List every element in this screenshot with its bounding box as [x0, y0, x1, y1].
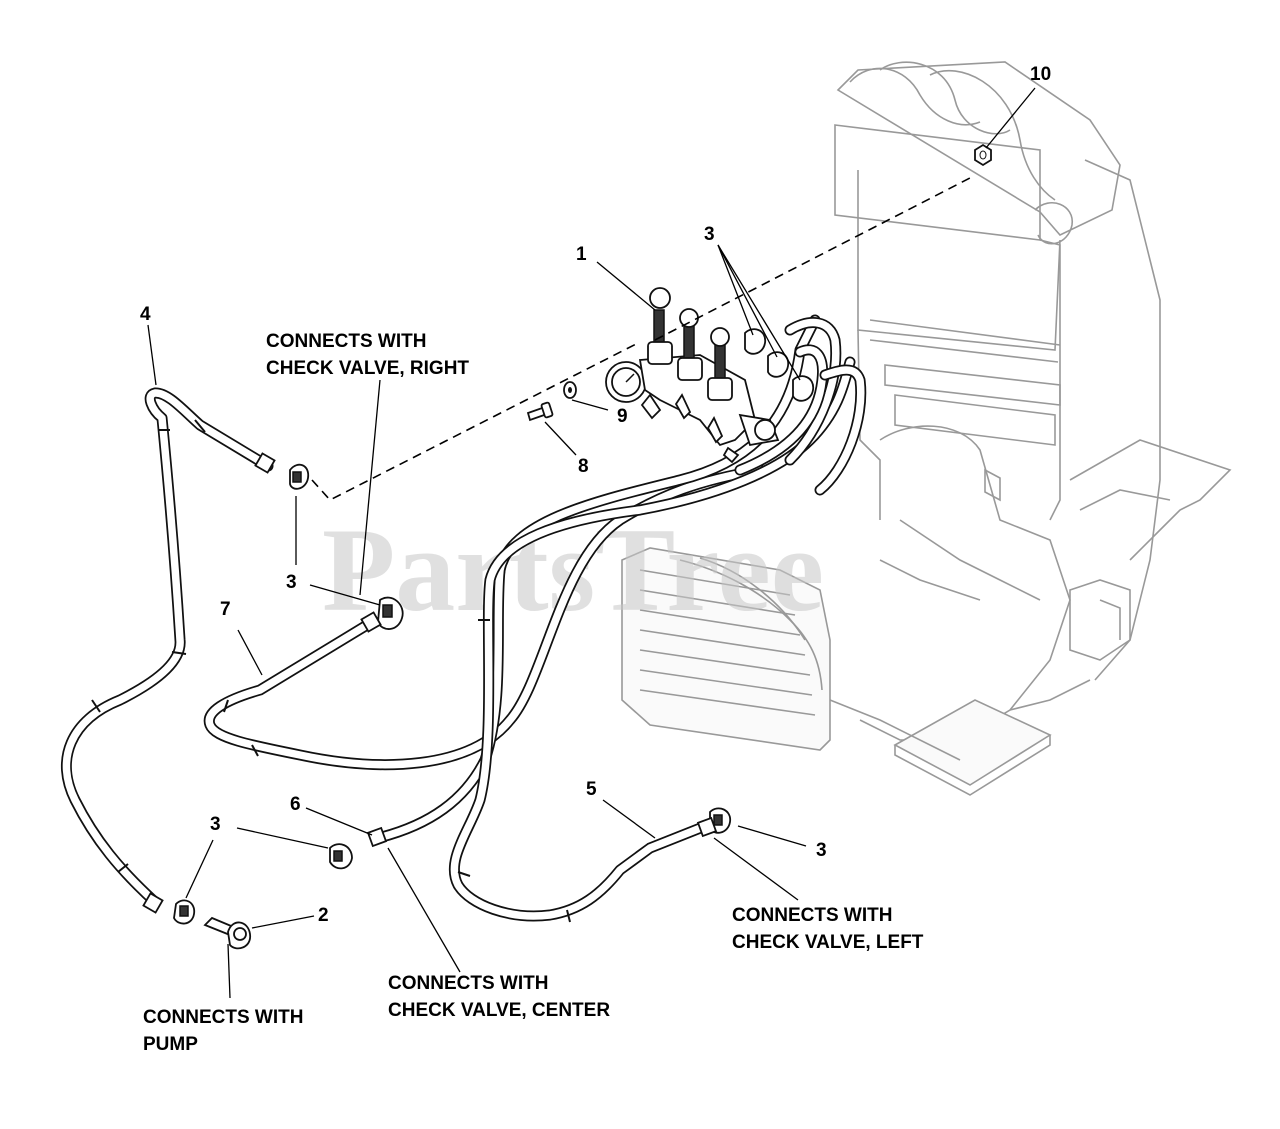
callout-8: 8 — [578, 456, 589, 477]
bolt-8 — [526, 401, 554, 422]
callout-3-right: 3 — [816, 840, 827, 861]
valve-assembly-1 — [605, 287, 780, 464]
callout-6: 6 — [290, 794, 301, 815]
hose-top-loops — [734, 317, 867, 496]
clamp-3-bottom-pump — [173, 899, 196, 925]
note-right-line1: CONNECTS WITH — [266, 331, 426, 352]
callouts: 1 3 10 4 3 7 8 9 6 3 3 2 5 3 3 — [140, 64, 1051, 926]
callout-3-mid: 3 — [286, 572, 297, 593]
connection-notes: CONNECTS WITH CHECK VALVE, RIGHT CONNECT… — [143, 331, 924, 1055]
clamp-3-valve-c — [792, 375, 814, 402]
leader-lines — [147, 87, 1036, 999]
note-center-line1: CONNECTS WITH — [388, 973, 548, 994]
callout-3-valve: 3 — [704, 224, 715, 245]
hose-4 — [61, 387, 274, 908]
note-right-line2: CHECK VALVE, RIGHT — [266, 358, 469, 379]
note-pump-line1: CONNECTS WITH — [143, 1007, 303, 1028]
callout-10: 10 — [1030, 64, 1051, 85]
hose-5 — [448, 356, 856, 922]
note-center-line2: CHECK VALVE, CENTER — [388, 1000, 610, 1021]
callout-7: 7 — [220, 599, 231, 620]
pump-fitting-2 — [203, 916, 251, 950]
note-left-line1: CONNECTS WITH — [732, 905, 892, 926]
washer-9 — [563, 381, 577, 399]
clamp-3-bottom-left — [329, 843, 353, 870]
nut-10 — [974, 143, 992, 167]
clamp-3-valve-a — [744, 328, 766, 355]
note-pump-line2: PUMP — [143, 1034, 198, 1055]
callout-2: 2 — [318, 905, 329, 926]
callout-1: 1 — [576, 244, 587, 265]
machine-frame — [621, 61, 1232, 796]
hose-band-marks — [91, 419, 571, 923]
callout-3-bottom-left: 3 — [210, 814, 221, 835]
hose-end-fittings — [142, 452, 718, 914]
note-left-line2: CHECK VALVE, LEFT — [732, 932, 924, 953]
callout-5: 5 — [586, 779, 597, 800]
clamp-3-valve-b — [767, 351, 789, 378]
callout-4: 4 — [140, 304, 151, 325]
clamp-3-mid — [377, 596, 404, 630]
assembly-line — [311, 177, 971, 501]
callout-9: 9 — [617, 406, 628, 427]
clamp-3-top — [289, 463, 310, 490]
